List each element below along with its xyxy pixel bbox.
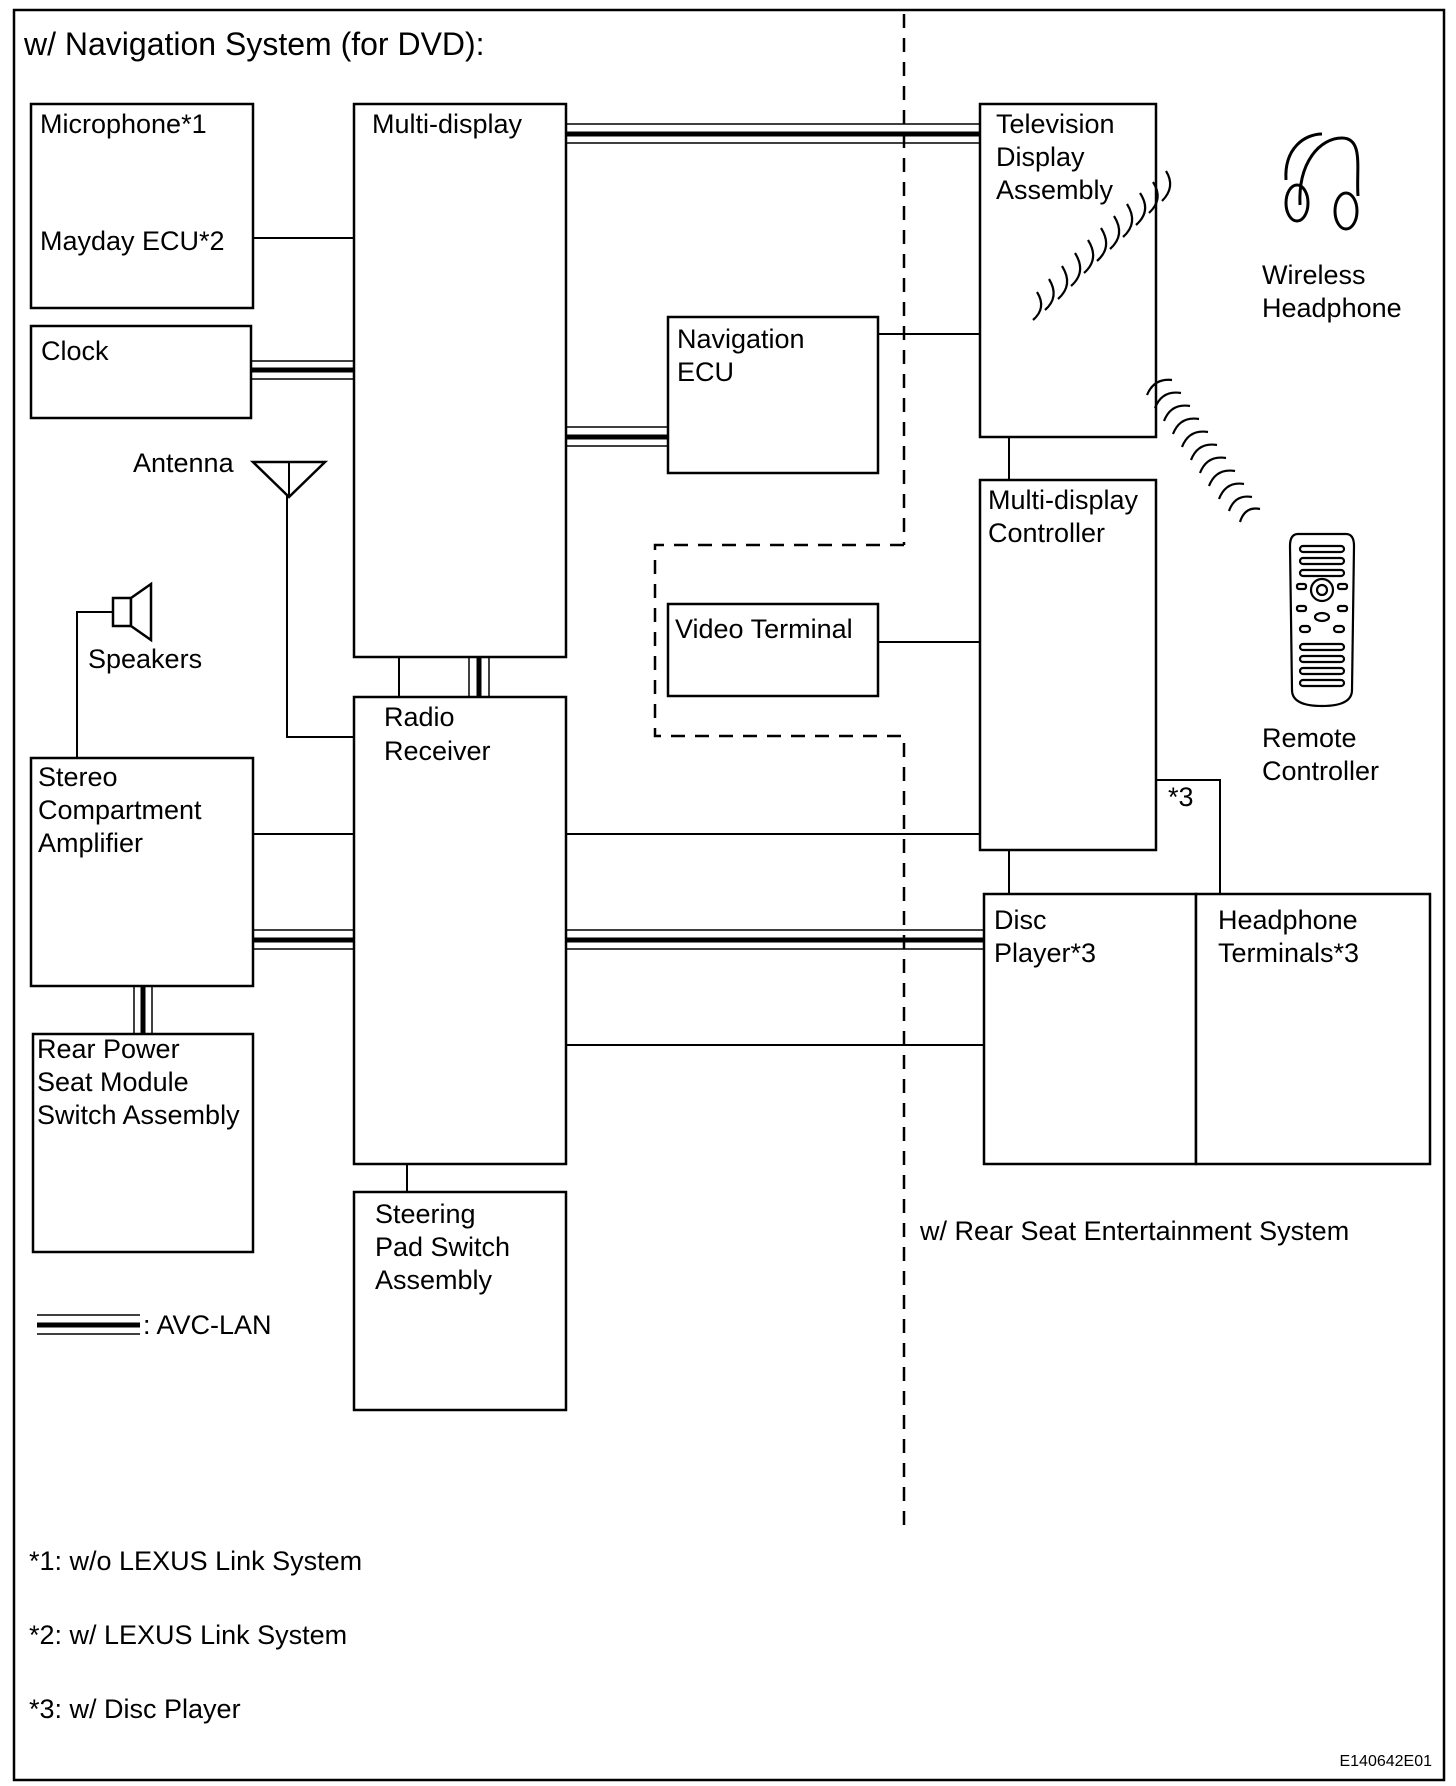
clock-label: Clock <box>41 336 109 366</box>
avc-lan-legend: : AVC-LAN <box>37 1310 272 1340</box>
wireless-headphone-label-2: Headphone <box>1262 293 1402 323</box>
avc-lan-lines <box>133 123 984 1034</box>
radio-receiver-label-2: Receiver <box>384 736 491 766</box>
mdc-label-2: Controller <box>988 518 1105 548</box>
remote-controller-label-2: Controller <box>1262 756 1379 786</box>
remote-controller-label-1: Remote <box>1262 723 1357 753</box>
avc-lan-amp-rearseat <box>133 986 153 1034</box>
rear-power-seat-label-3: Switch Assembly <box>37 1100 240 1130</box>
avc-lan-multidisplay-tv <box>566 123 980 144</box>
disc-player-box: Disc Player*3 <box>982 892 1198 1166</box>
figure-code: E140642E01 <box>1339 1753 1432 1770</box>
speaker-icon <box>111 581 153 643</box>
headphone-terminals-label-1: Headphone <box>1218 905 1358 935</box>
steering-pad-box: Steering Pad Switch Assembly <box>352 1190 568 1412</box>
disc-player-label-2: Player*3 <box>994 938 1096 968</box>
diagram-title: w/ Navigation System (for DVD): <box>23 26 485 62</box>
headphone-terminals-label-2: Terminals*3 <box>1218 938 1359 968</box>
signal-wires <box>76 237 1221 1192</box>
navigation-ecu-label-2: ECU <box>677 357 734 387</box>
mdc-label-1: Multi-display <box>988 485 1139 515</box>
wireless-headphone-label-1: Wireless <box>1262 260 1366 290</box>
headphone-icon <box>1284 132 1360 231</box>
disc-player-label-1: Disc <box>994 905 1047 935</box>
avc-lan-radio-disc <box>566 929 984 950</box>
tv-display-label-3: Assembly <box>996 175 1114 205</box>
disc-player-connector-note: *3 <box>1168 782 1194 812</box>
avc-lan-clock-multidisplay <box>251 360 354 380</box>
footnote-3: *3: w/ Disc Player <box>29 1694 241 1724</box>
headphone-terminals-box: Headphone Terminals*3 <box>1194 892 1432 1166</box>
avc-lan-multidisplay-radio <box>468 657 490 697</box>
footnote-2: *2: w/ LEXUS Link System <box>29 1620 347 1650</box>
stereo-amp-label-3: Amplifier <box>38 828 143 858</box>
avc-lan-legend-label: : AVC-LAN <box>143 1310 272 1340</box>
stereo-amp-label-1: Stereo <box>38 762 118 792</box>
steering-pad-label-1: Steering <box>375 1199 476 1229</box>
avc-lan-amp-radio <box>251 929 354 950</box>
steering-pad-label-2: Pad Switch <box>375 1232 510 1262</box>
wireless-signal-icon <box>1032 170 1172 321</box>
rear-power-seat-label-2: Seat Module <box>37 1067 189 1097</box>
tv-display-box: Television Display Assembly <box>978 102 1158 439</box>
microphone-label: Microphone*1 <box>40 109 207 139</box>
mayday-ecu-label: Mayday ECU*2 <box>40 226 225 256</box>
clock-box: Clock <box>29 324 253 420</box>
navigation-ecu-label-1: Navigation <box>677 324 805 354</box>
rear-power-seat-label-1: Rear Power <box>37 1034 180 1064</box>
radio-receiver-box: Radio Receiver <box>352 695 568 1166</box>
video-terminal-label: Video Terminal <box>675 614 853 644</box>
rear-power-seat-box: Rear Power Seat Module Switch Assembly <box>31 1032 255 1254</box>
footnote-1: *1: w/o LEXUS Link System <box>29 1546 362 1576</box>
diagram-frame <box>12 8 1446 1782</box>
video-terminal-enclosure <box>653 543 906 1528</box>
steering-pad-label-3: Assembly <box>375 1265 493 1295</box>
navigation-ecu-box: Navigation ECU <box>666 315 880 475</box>
radio-receiver-label-1: Radio <box>384 702 455 732</box>
multi-display-box: Multi-display <box>352 102 568 659</box>
tv-display-label-1: Television <box>996 109 1115 139</box>
antenna-icon <box>249 460 329 499</box>
mic-mayday-box: Microphone*1 Mayday ECU*2 <box>29 102 255 310</box>
rear-seat-region-label: w/ Rear Seat Entertainment System <box>919 1216 1349 1246</box>
stereo-amp-box: Stereo Compartment Amplifier <box>29 756 255 988</box>
tv-display-label-2: Display <box>996 142 1085 172</box>
stereo-amp-label-2: Compartment <box>38 795 202 825</box>
multi-display-label: Multi-display <box>372 109 523 139</box>
multi-display-controller-box: Multi-display Controller <box>978 478 1158 852</box>
avc-lan-multidisplay-nav <box>566 426 668 447</box>
antenna-label: Antenna <box>133 448 235 478</box>
speakers-label: Speakers <box>88 644 202 674</box>
remote-signal-icon <box>1145 378 1261 523</box>
remote-controller-icon <box>1288 532 1356 708</box>
video-terminal-box: Video Terminal <box>666 602 880 698</box>
